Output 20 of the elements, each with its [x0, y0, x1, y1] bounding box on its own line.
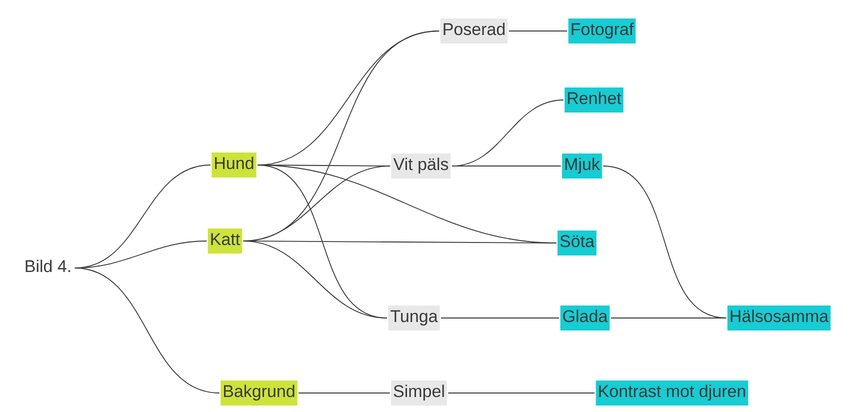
quality-box: Kontrast mot djuren: [596, 380, 748, 406]
quality-box: Söta: [558, 230, 596, 256]
connector-line: [74, 268, 220, 394]
quality-box: Mjuk: [562, 154, 602, 178]
root-label: Bild 4.: [26, 260, 70, 272]
quality-box: Renhet: [564, 88, 624, 112]
attribute-box: Poserad: [440, 18, 508, 44]
connector-line: [298, 392, 390, 394]
attribute-box: Simpel: [391, 380, 447, 406]
attribute-box: Tunga: [388, 306, 440, 330]
quality-box: Hälsosamma: [727, 306, 831, 330]
connector-line: [242, 240, 388, 318]
connector-line: [448, 392, 596, 394]
quality-box: Glada: [560, 306, 610, 330]
topic-box: Bakgrund: [220, 380, 298, 406]
topic-box: Katt: [208, 228, 242, 254]
attribute-box: Vit päls: [391, 154, 451, 178]
quality-box: Fotograf: [568, 18, 636, 44]
topic-box: Hund: [212, 152, 256, 178]
connector-line: [508, 30, 568, 32]
